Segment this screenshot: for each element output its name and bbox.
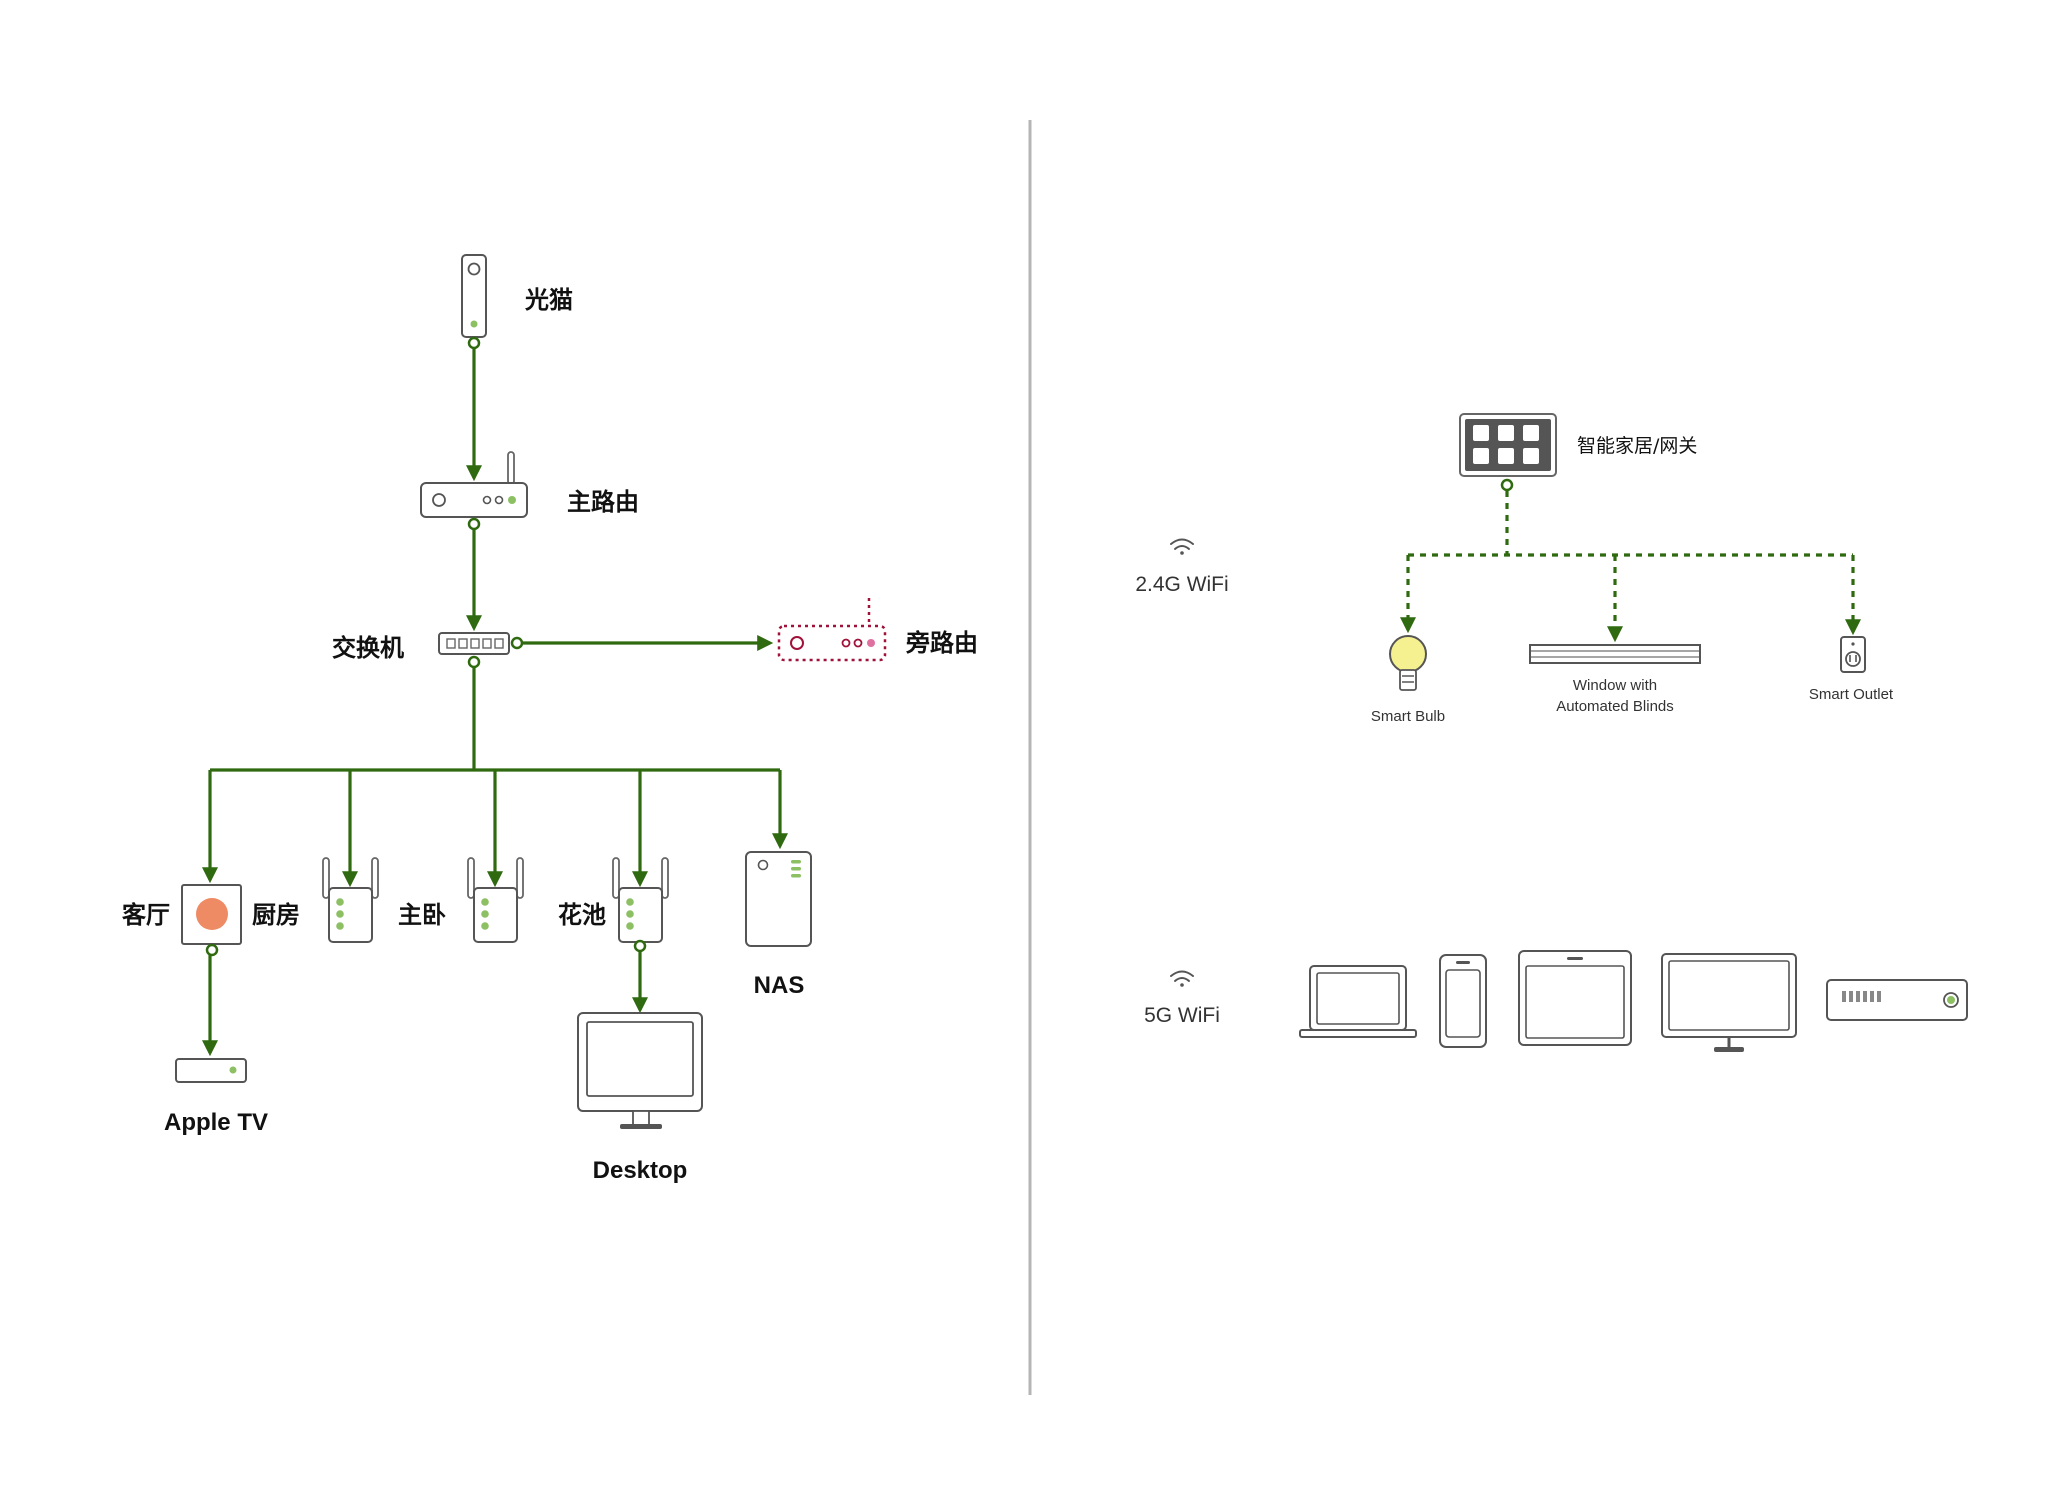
set-top-box-icon [1826, 979, 1968, 1021]
switch-label: 交换机 [332, 634, 404, 662]
smart-home-hub-icon [1459, 413, 1557, 492]
main-router-icon [420, 451, 528, 531]
wired-links [202, 343, 788, 1057]
living-room-label: 客厅 [122, 901, 170, 929]
wifi-24g-icon [1170, 538, 1194, 555]
main-router-label: 主路由 [567, 488, 639, 516]
apple-tv-icon [175, 1058, 247, 1083]
smart-bulb-label: Smart Bulb [1371, 708, 1445, 725]
master-bedroom-label: 主卧 [398, 901, 446, 929]
blinds-label-line2: Automated Blinds [1556, 698, 1674, 715]
smart-home-hub-label: 智能家居/网关 [1577, 435, 1697, 457]
side-router-label: 旁路由 [905, 629, 978, 657]
smart-outlet-icon [1840, 636, 1866, 673]
kitchen-access-point-icon [322, 857, 379, 943]
wireless-links [1400, 491, 1861, 643]
laptop-icon [1299, 965, 1417, 1038]
switch-icon [438, 632, 524, 669]
wifi-5g-label: 5G WiFi [1144, 1004, 1220, 1027]
tablet-icon [1518, 950, 1632, 1046]
phone-icon [1439, 954, 1487, 1048]
modem-label: 光猫 [524, 286, 573, 314]
monitor-icon [1661, 953, 1797, 1052]
side-router-icon [777, 598, 887, 662]
apple-tv-label: Apple TV [164, 1109, 268, 1136]
desktop-label: Desktop [593, 1157, 688, 1184]
smart-outlet-label: Smart Outlet [1809, 686, 1894, 703]
living-room-hub-icon [181, 884, 242, 957]
master-bedroom-access-point-icon [467, 857, 524, 943]
garden-label: 花池 [558, 901, 606, 929]
window-blinds-icon [1529, 644, 1701, 664]
desktop-monitor-icon [577, 1012, 703, 1129]
kitchen-label: 厨房 [252, 901, 300, 929]
blinds-label-line1: Window with [1573, 677, 1657, 694]
nas-icon [745, 851, 812, 947]
modem-icon [461, 254, 487, 350]
wifi-24g-label: 2.4G WiFi [1135, 573, 1228, 596]
smart-bulb-icon [1389, 635, 1427, 691]
garden-access-point-icon [612, 857, 669, 953]
nas-label: NAS [754, 972, 805, 999]
wifi-5g-icon [1170, 970, 1194, 987]
